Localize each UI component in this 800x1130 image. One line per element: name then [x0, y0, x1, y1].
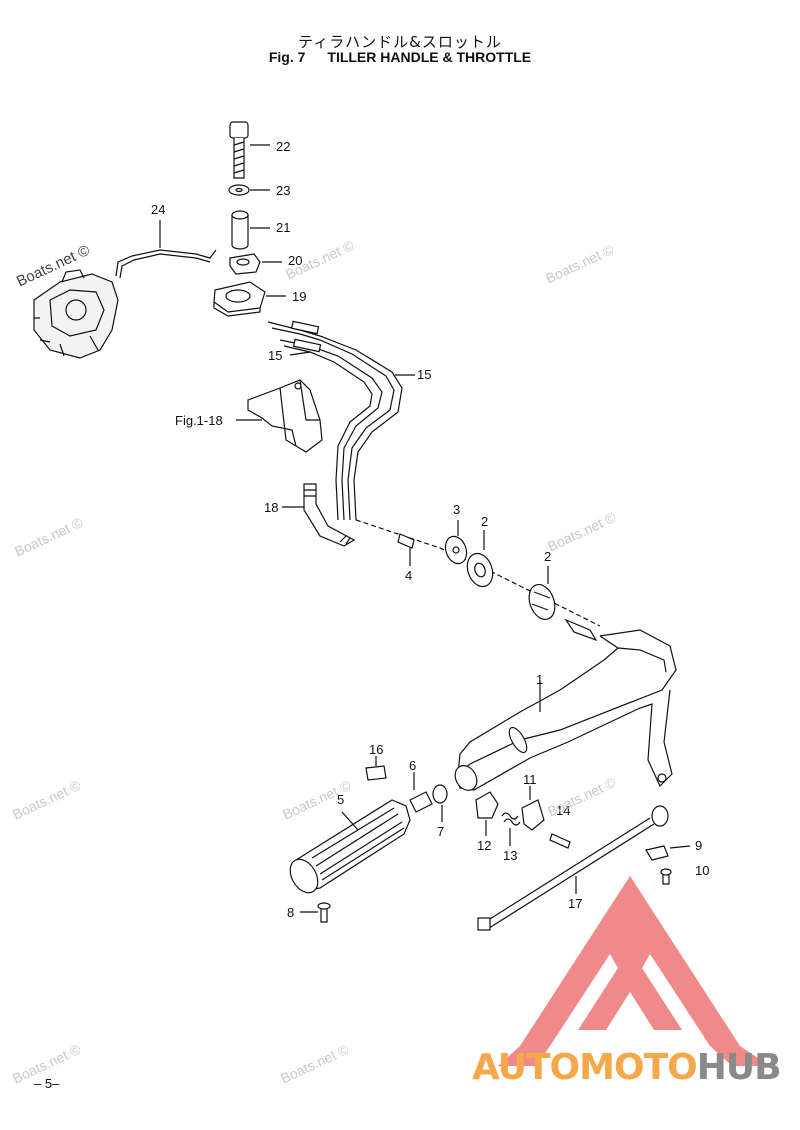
callout-13: 13 [503, 848, 518, 863]
callout-22: 22 [276, 139, 291, 154]
callout-18: 18 [264, 500, 279, 515]
callout-16: 16 [369, 742, 384, 757]
callout-24: 24 [151, 202, 166, 217]
callout-21: 21 [276, 220, 291, 235]
bracket-fig-1-18 [236, 379, 323, 453]
callout-fig-1-18: Fig.1-18 [175, 413, 223, 428]
callout-8: 8 [287, 905, 295, 920]
callout-20: 20 [288, 253, 303, 268]
callout-3: 3 [453, 502, 461, 517]
callout-23: 23 [276, 183, 291, 198]
brand-part-1: AUTOMOTO [472, 1047, 698, 1088]
part-12-knob [475, 791, 499, 836]
callout-7: 7 [437, 824, 445, 839]
part-19-pulley [213, 281, 286, 317]
part-22-bolt [229, 121, 270, 179]
part-16-plate [365, 756, 387, 781]
part-18-hose [282, 483, 356, 547]
callout-14: 14 [556, 803, 571, 818]
callout-5: 5 [337, 792, 345, 807]
part-7-nut [432, 784, 448, 822]
automotohub-logo [498, 876, 770, 1066]
callout-10: 10 [695, 863, 710, 878]
part-4-screw [397, 533, 415, 566]
part-21-collar [231, 210, 270, 250]
part-8-screw [300, 902, 331, 923]
part-13-spring [501, 812, 521, 846]
callout-19: 19 [292, 289, 307, 304]
callout-17: 17 [568, 896, 583, 911]
part-11-friction-block [521, 786, 545, 831]
part-3-plate [444, 520, 468, 565]
part-9-clip [645, 845, 691, 861]
callout-15-lower: 15 [268, 348, 283, 363]
part-10-screw [660, 868, 672, 885]
diagram-title: Fig. 7 TILLER HANDLE & THROTTLE [0, 49, 800, 65]
callout-12: 12 [477, 838, 492, 853]
callout-6: 6 [409, 758, 417, 773]
part-2-throttle-gear [466, 530, 494, 588]
figure-title: TILLER HANDLE & THROTTLE [327, 49, 532, 65]
page-number: – 5– [34, 1076, 60, 1091]
callout-11: 11 [523, 772, 537, 787]
callout-1: 1 [536, 672, 544, 687]
carburetor-assembly [33, 269, 119, 359]
figure-label: Fig. 7 [268, 49, 306, 65]
diagram-title-japanese: ティラハンドル&スロットル [298, 33, 502, 51]
part-1-tiller-arm [454, 629, 677, 791]
part-5-grip [289, 799, 411, 894]
callout-2-first: 2 [481, 514, 489, 529]
brand-part-2: HUB [696, 1047, 782, 1088]
callout-15-upper: 15 [417, 367, 432, 382]
part-24-link-rod [115, 220, 217, 279]
part-6-sleeve [409, 772, 433, 813]
part-20-cam [229, 253, 282, 275]
part-15-throttle-cables [267, 320, 415, 521]
part-17-rod [477, 805, 669, 931]
callout-4: 4 [405, 568, 413, 583]
brand-wordmark: AUTOMOTOHUB [472, 1047, 782, 1088]
callout-9: 9 [695, 838, 703, 853]
part-2-throttle-gear-second [528, 566, 556, 621]
part-23-washer [228, 184, 270, 196]
part-14-screw [549, 833, 571, 849]
callout-2-second: 2 [544, 549, 552, 564]
